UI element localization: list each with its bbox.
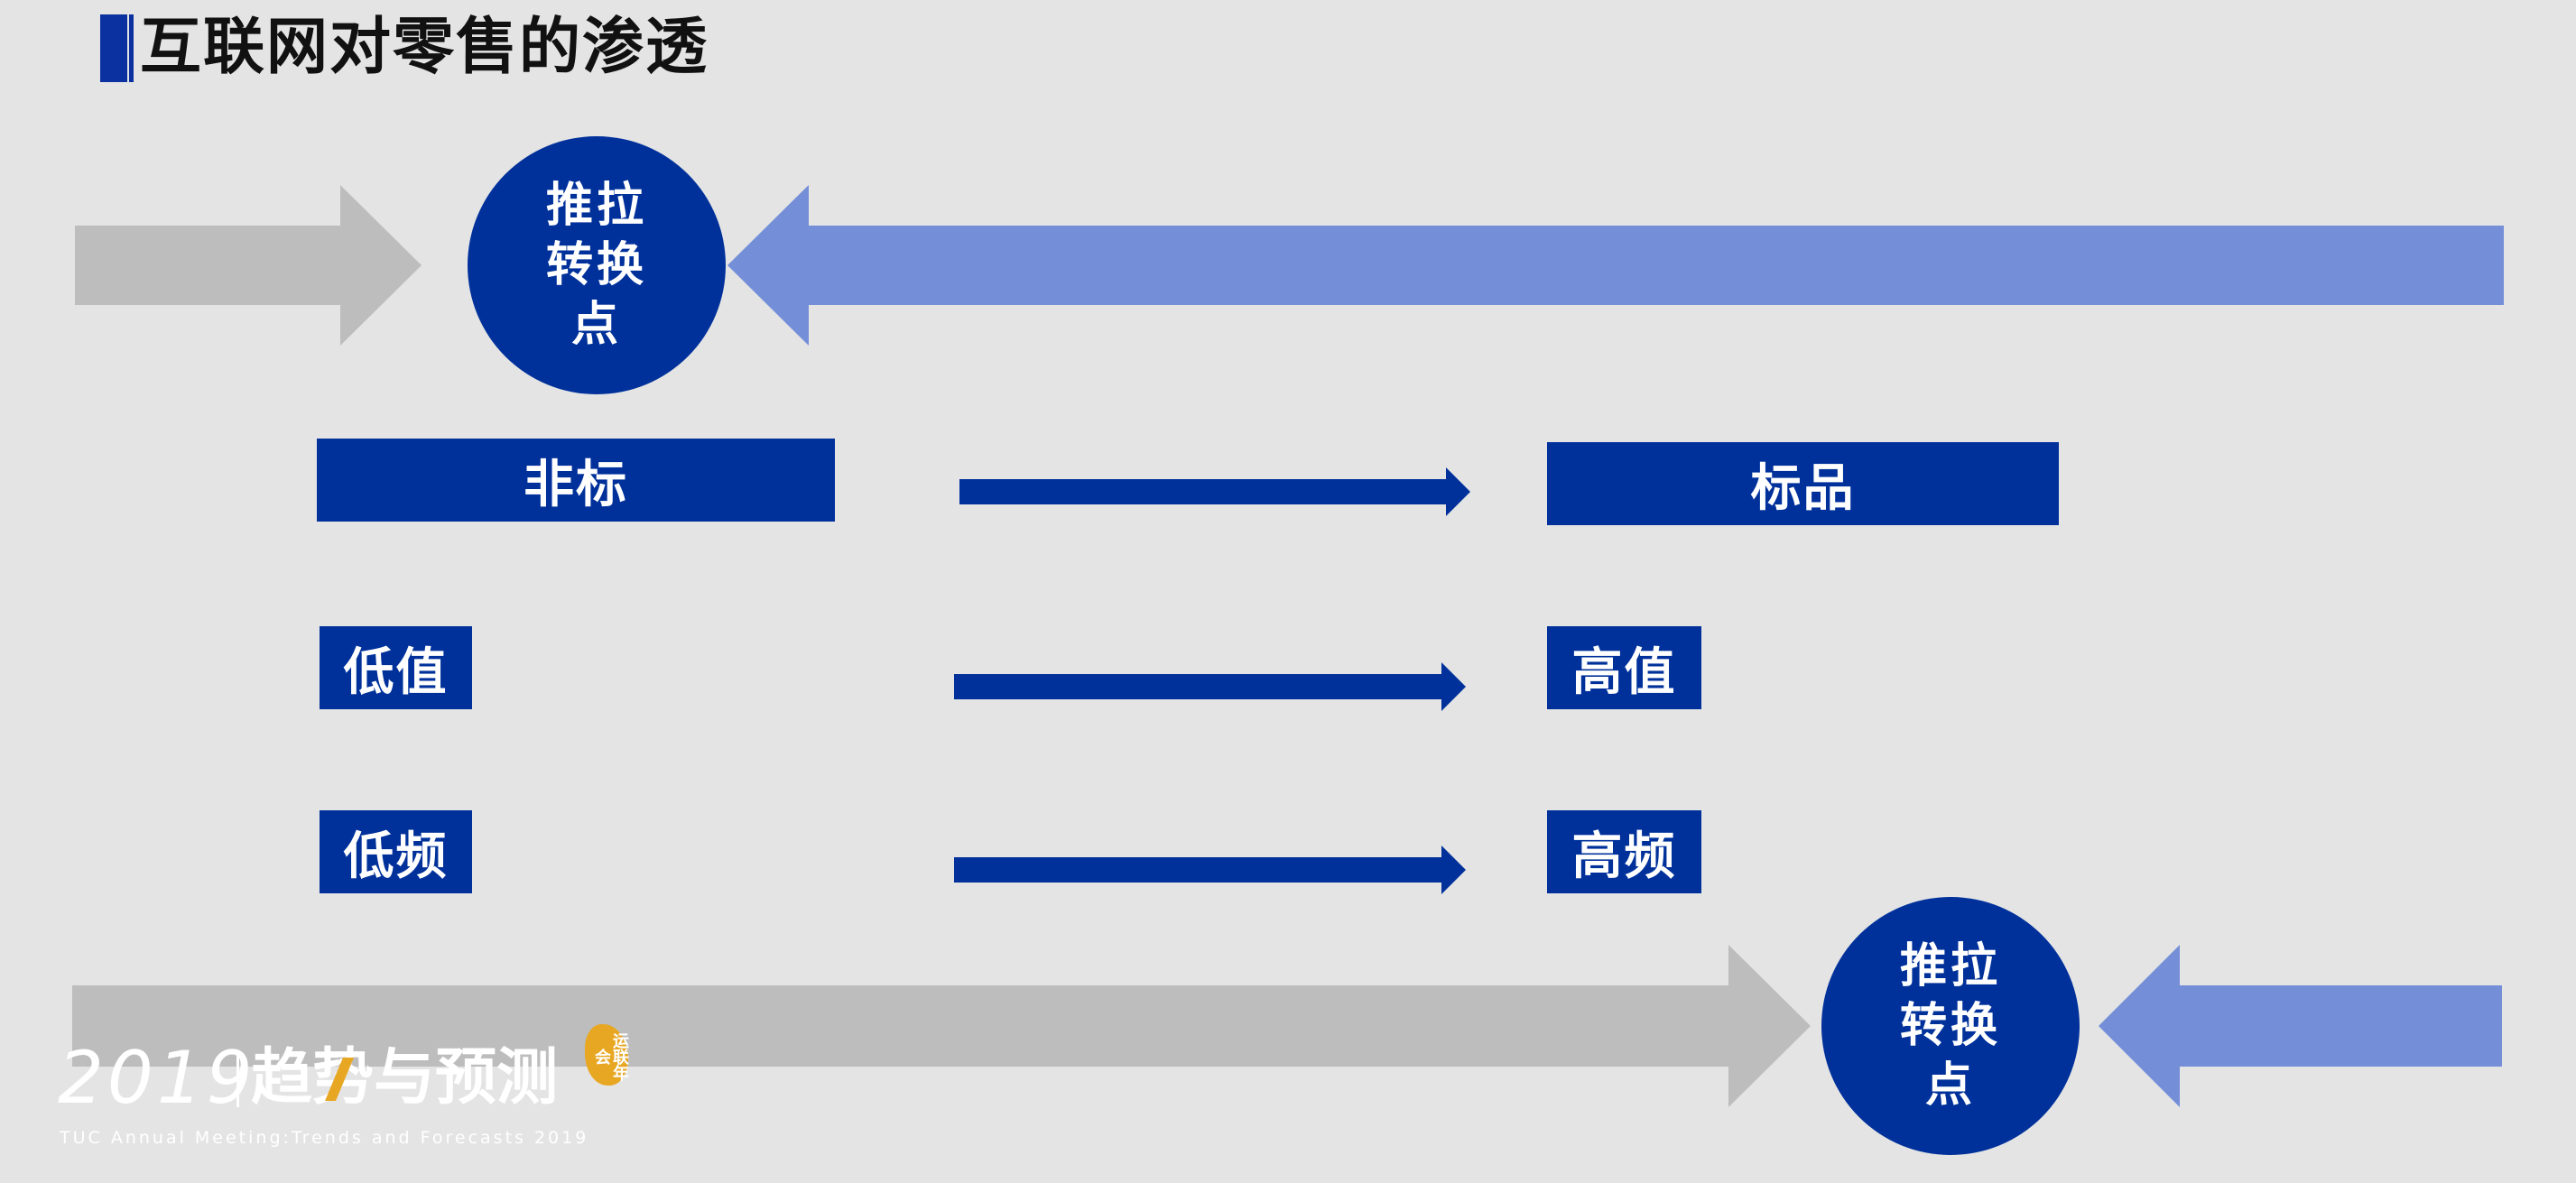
top-gray-arrow-right [75, 185, 422, 346]
title-accent-line [129, 14, 134, 82]
title-accent-bar [100, 14, 127, 82]
row-arrow-nonstandard-to-standard [959, 467, 1470, 516]
footer-separator [236, 1051, 239, 1107]
bottom-push-pull-label: 推拉转换点 [1899, 939, 2001, 1113]
footer-seal-logo: 运联年会 [585, 1024, 629, 1086]
bottom-gray-arrow-right [72, 945, 1811, 1107]
footer-subtitle: TUC Annual Meeting:Trends and Forecasts … [60, 1128, 589, 1148]
top-blue-arrow-left [727, 185, 2504, 346]
bottom-blue-arrow-left [2099, 945, 2502, 1107]
box-high-frequency: 高频 [1547, 810, 1701, 893]
row-arrow-lowfreq-to-highfreq [954, 846, 1466, 894]
footer-year: 2019 [58, 1036, 256, 1120]
box-low-value: 低值 [320, 626, 472, 709]
page-title: 互联网对零售的渗透 [140, 12, 709, 83]
box-low-frequency: 低频 [320, 810, 472, 893]
row-arrow-lowvalue-to-highvalue [954, 662, 1466, 711]
box-high-value: 高值 [1547, 626, 1701, 709]
box-nonstandard: 非标 [317, 439, 835, 522]
top-push-pull-point: 推拉转换点 [468, 136, 726, 394]
bottom-push-pull-point: 推拉转换点 [1821, 897, 2080, 1155]
footer-accent-mark-icon [325, 1058, 354, 1101]
top-push-pull-label: 推拉转换点 [545, 179, 647, 352]
box-standard: 标品 [1547, 442, 2059, 525]
footer-theme: 趋势与预测 [251, 1042, 559, 1114]
